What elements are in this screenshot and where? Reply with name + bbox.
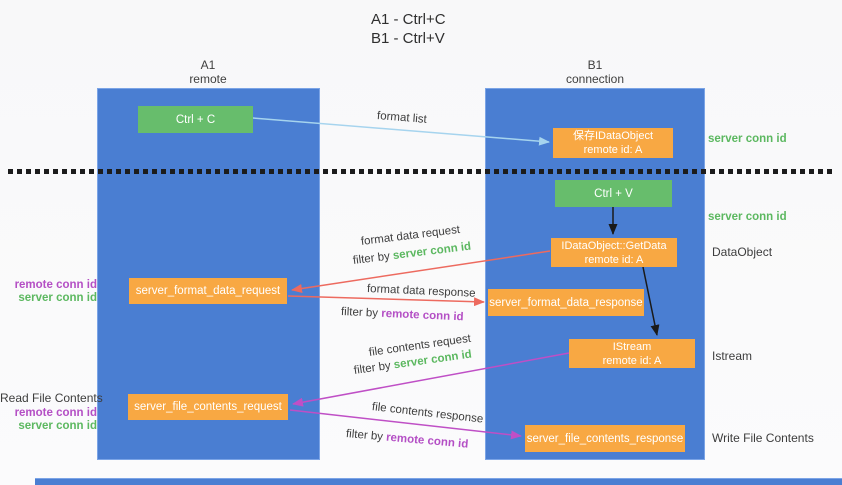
diagram-title: A1 - Ctrl+C B1 - Ctrl+V <box>371 10 446 48</box>
label-file-contents-response: file contents response <box>371 401 484 426</box>
filter-by-prefix: filter by <box>345 428 387 444</box>
node-server-file-contents-response-label: server_file_contents_response <box>526 432 684 445</box>
node-save-dataobject: 保存IDataObject remote id: A <box>553 128 673 158</box>
node-getdata-line1: IDataObject::GetData <box>561 239 667 252</box>
title-line-1: A1 - Ctrl+C <box>371 11 446 28</box>
node-getdata-line2: remote id: A <box>584 253 644 266</box>
lifeline-b-role: connection <box>565 72 625 86</box>
node-istream: IStream remote id: A <box>569 339 695 368</box>
node-ctrl-c-label: Ctrl + C <box>175 113 216 126</box>
lifeline-a-header: A1 remote <box>128 58 288 86</box>
lifeline-a-role: remote <box>189 72 227 86</box>
label-remote-conn-id-top-left: remote conn id <box>14 279 97 291</box>
lifeline-a-id: A1 <box>200 58 216 72</box>
label-format-data-response: format data response <box>366 283 476 300</box>
label-format-data-response-filter: filter by remote conn id <box>341 306 464 323</box>
partial-bottom-shape <box>35 478 842 485</box>
filter-key-remote-conn-id: remote conn id <box>385 431 469 451</box>
node-ctrl-v-label: Ctrl + V <box>594 187 633 200</box>
filter-by-prefix: filter by <box>352 250 394 267</box>
node-istream-line1: IStream <box>612 340 652 353</box>
label-format-list: format list <box>376 110 428 126</box>
filter-by-prefix: filter by <box>353 359 395 377</box>
node-server-format-data-request: server_format_data_request <box>129 278 287 304</box>
label-server-conn-id-mid-right: server conn id <box>708 211 787 223</box>
label-read-file-contents: Read File Contents <box>0 391 103 405</box>
lifeline-b-id: B1 <box>587 58 603 72</box>
node-getdata: IDataObject::GetData remote id: A <box>551 238 677 267</box>
filter-key-server-conn-id: server conn id <box>392 240 472 263</box>
label-server-conn-id-bottom-left: server conn id <box>18 420 97 432</box>
label-write-file-contents: Write File Contents <box>712 431 814 445</box>
lifeline-b-header: B1 connection <box>515 58 675 86</box>
label-server-conn-id-top-left: server conn id <box>18 292 97 304</box>
machine-boundary-divider <box>8 169 836 174</box>
node-server-format-data-response-label: server_format_data_response <box>489 296 643 309</box>
label-remote-conn-id-bottom-left: remote conn id <box>14 407 97 419</box>
node-server-file-contents-request-label: server_file_contents_request <box>134 401 282 413</box>
node-server-format-data-response: server_format_data_response <box>488 289 644 316</box>
node-ctrl-v: Ctrl + V <box>555 180 672 207</box>
title-line-2: B1 - Ctrl+V <box>371 30 445 47</box>
label-istream: Istream <box>712 349 753 363</box>
node-save-dataobject-line2: remote id: A <box>583 144 643 156</box>
node-server-file-contents-request: server_file_contents_request <box>128 394 288 420</box>
node-server-format-data-request-label: server_format_data_request <box>135 285 281 297</box>
filter-by-prefix: filter by <box>340 306 382 320</box>
label-file-contents-response-filter: filter by remote conn id <box>345 428 468 451</box>
node-save-dataobject-line1: 保存IDataObject <box>572 130 654 142</box>
label-dataobject: DataObject <box>712 245 773 259</box>
filter-key-remote-conn-id: remote conn id <box>380 307 464 324</box>
node-istream-line2: remote id: A <box>602 354 662 367</box>
node-ctrl-c: Ctrl + C <box>138 106 253 133</box>
node-server-file-contents-response: server_file_contents_response <box>525 425 685 452</box>
label-server-conn-id-top-right: server conn id <box>708 133 787 145</box>
